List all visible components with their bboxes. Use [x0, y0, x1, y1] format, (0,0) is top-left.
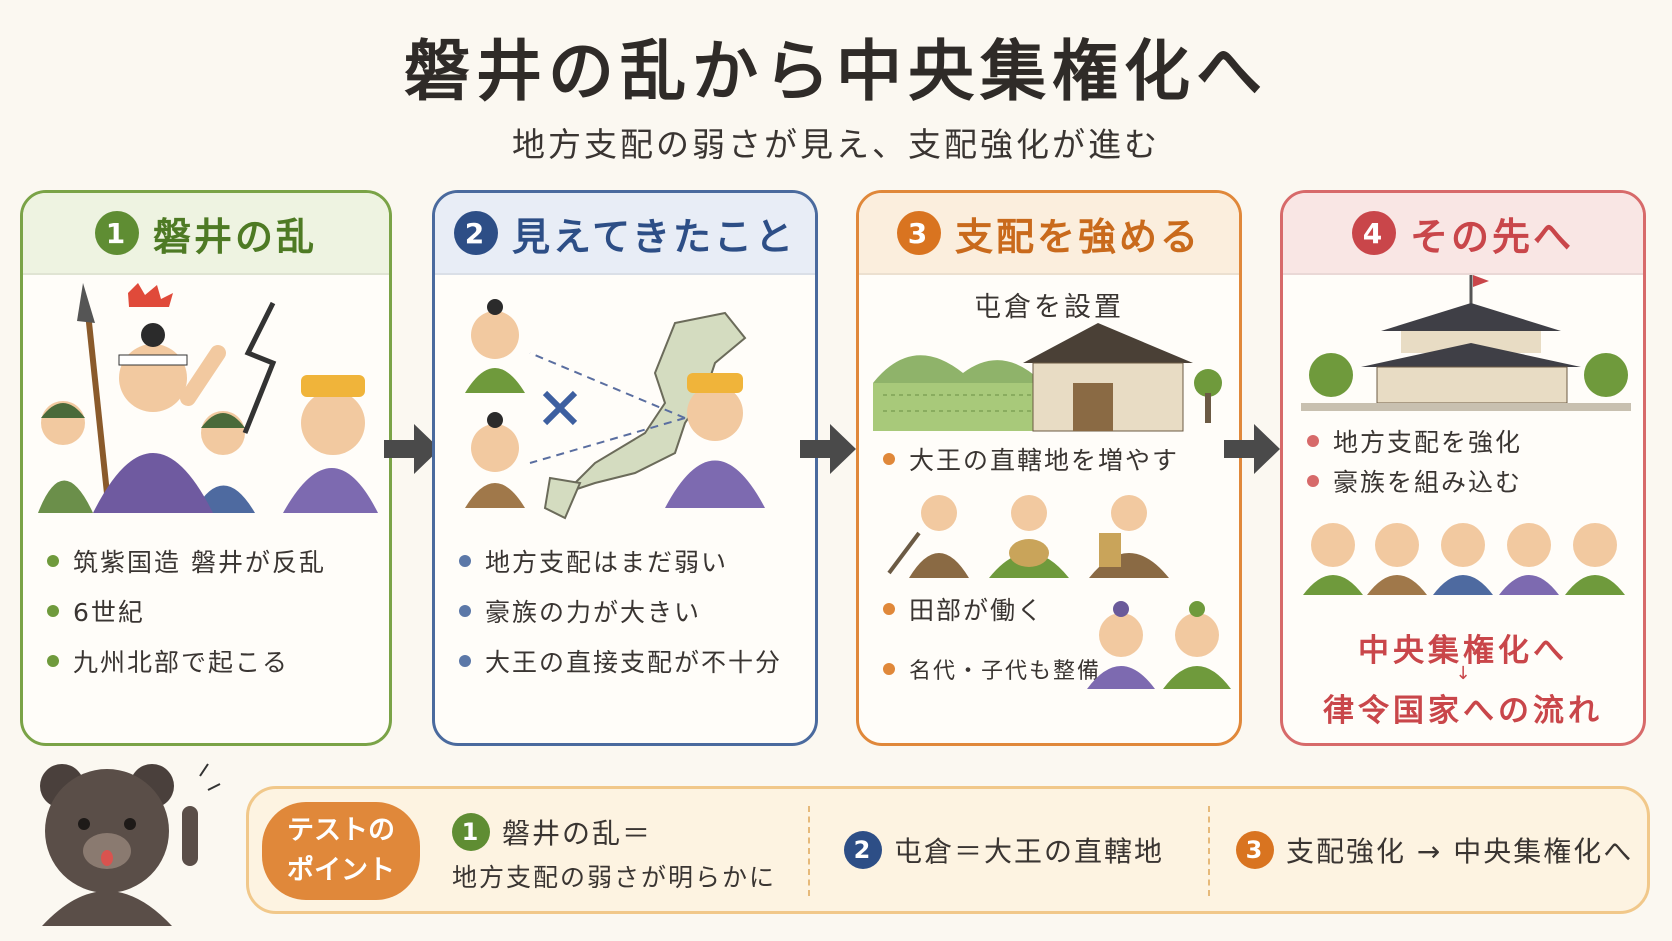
page-title: 磐井の乱から中央集権化へ [404, 33, 1268, 110]
test-point-bar [246, 786, 1650, 914]
bullet-item: 名代・子代も整備 [883, 653, 1101, 685]
page-subtitle: 地方支配の弱さが見え、支配強化が進む [512, 125, 1160, 164]
bullet-item: 筑紫国造 磐井が反乱 [47, 543, 326, 579]
bullet-item: 大王の直轄地を増やす [883, 441, 1179, 477]
bullet-item: 地方支配はまだ弱い [459, 543, 728, 579]
bullet-item: 豪族の力が大きい [459, 593, 701, 629]
bullet-dot [459, 655, 471, 667]
palace-illustration [1301, 275, 1631, 411]
card-heading: 見えてきたこと [512, 214, 796, 259]
bullet-dot [459, 555, 471, 567]
arrow-right-icon [1224, 424, 1280, 474]
bullet-item: 大王の直接支配が不十分 [459, 643, 782, 679]
test-point-2: 2 屯倉＝大王の直轄地 [844, 830, 1164, 870]
bullet-dot [47, 555, 59, 567]
card-header: 4 その先へ [1283, 193, 1643, 275]
card-heading: その先へ [1409, 214, 1574, 259]
card-next-step: 4 その先へ 地方支配を強化 豪族を組み込む 中央集権化へ ↓ 律令国家への流れ [1280, 190, 1646, 746]
bullet-dot [1307, 435, 1319, 447]
card-heading: 支配を強める [954, 214, 1201, 259]
result-ritsuryo: 律令国家への流れ [1323, 693, 1603, 729]
test-point-3: 3 支配強化 → 中央集権化へ [1236, 830, 1633, 870]
step-number-badge: 2 [454, 211, 499, 255]
card-iwai-rebellion: 1 磐井の乱 筑紫国造 磐井が反乱 6世紀 九州北部で起こる [20, 190, 392, 746]
bear-mascot-icon [40, 763, 221, 926]
miyake-caption: 屯倉を設置 [974, 292, 1124, 323]
bullet-item: 地方支配を強化 [1307, 423, 1522, 459]
bullet-item: 田部が働く [883, 591, 1044, 627]
test-point-1-detail: 地方支配の弱さが明らかに [452, 863, 777, 892]
card-header: 3 支配を強める [859, 193, 1239, 275]
arrow-right-icon [800, 424, 856, 474]
bullet-dot [459, 605, 471, 617]
rebellion-illustration [38, 283, 378, 513]
card-strengthen-rule: 3 支配を強める 屯倉を設置 大王の直轄地を増やす 田部が働く 名代・子代も整備 [856, 190, 1242, 746]
divider [808, 806, 810, 896]
bullet-dot [47, 655, 59, 667]
tabe-farmers-illustration [887, 495, 1169, 578]
card-header: 2 見えてきたこと [435, 193, 815, 275]
step-number-badge: 3 [896, 211, 941, 255]
bullet-dot [883, 603, 895, 615]
step-number-badge: 1 [94, 211, 139, 255]
japan-map-illustration [465, 299, 765, 520]
card-header: 1 磐井の乱 [23, 193, 389, 275]
bullet-dot [883, 453, 895, 465]
incorporated-clans-illustration [1303, 523, 1625, 595]
test-point-badge: テストの ポイント [262, 802, 420, 900]
granary-illustration [873, 323, 1222, 432]
test-point-1: 1 磐井の乱＝ [452, 812, 652, 852]
nashiro-illustration [1087, 601, 1231, 689]
bullet-dot [47, 605, 59, 617]
bullet-item: 九州北部で起こる [47, 643, 289, 679]
bullet-dot [883, 663, 895, 675]
step-number-badge: 4 [1351, 211, 1396, 255]
result-centralization: 中央集権化へ [1358, 633, 1568, 669]
down-arrow-icon: ↓ [1455, 663, 1471, 684]
arrow-right-icon [384, 424, 440, 474]
divider [1208, 806, 1210, 896]
card-findings: 2 見えてきたこと 地方支配はまだ弱い 豪族の力が大きい 大王の直接支配が不十分 [432, 190, 818, 746]
card-heading: 磐井の乱 [152, 214, 317, 259]
bullet-dot [1307, 475, 1319, 487]
bullet-item: 6世紀 [47, 593, 145, 629]
bullet-item: 豪族を組み込む [1307, 463, 1522, 499]
